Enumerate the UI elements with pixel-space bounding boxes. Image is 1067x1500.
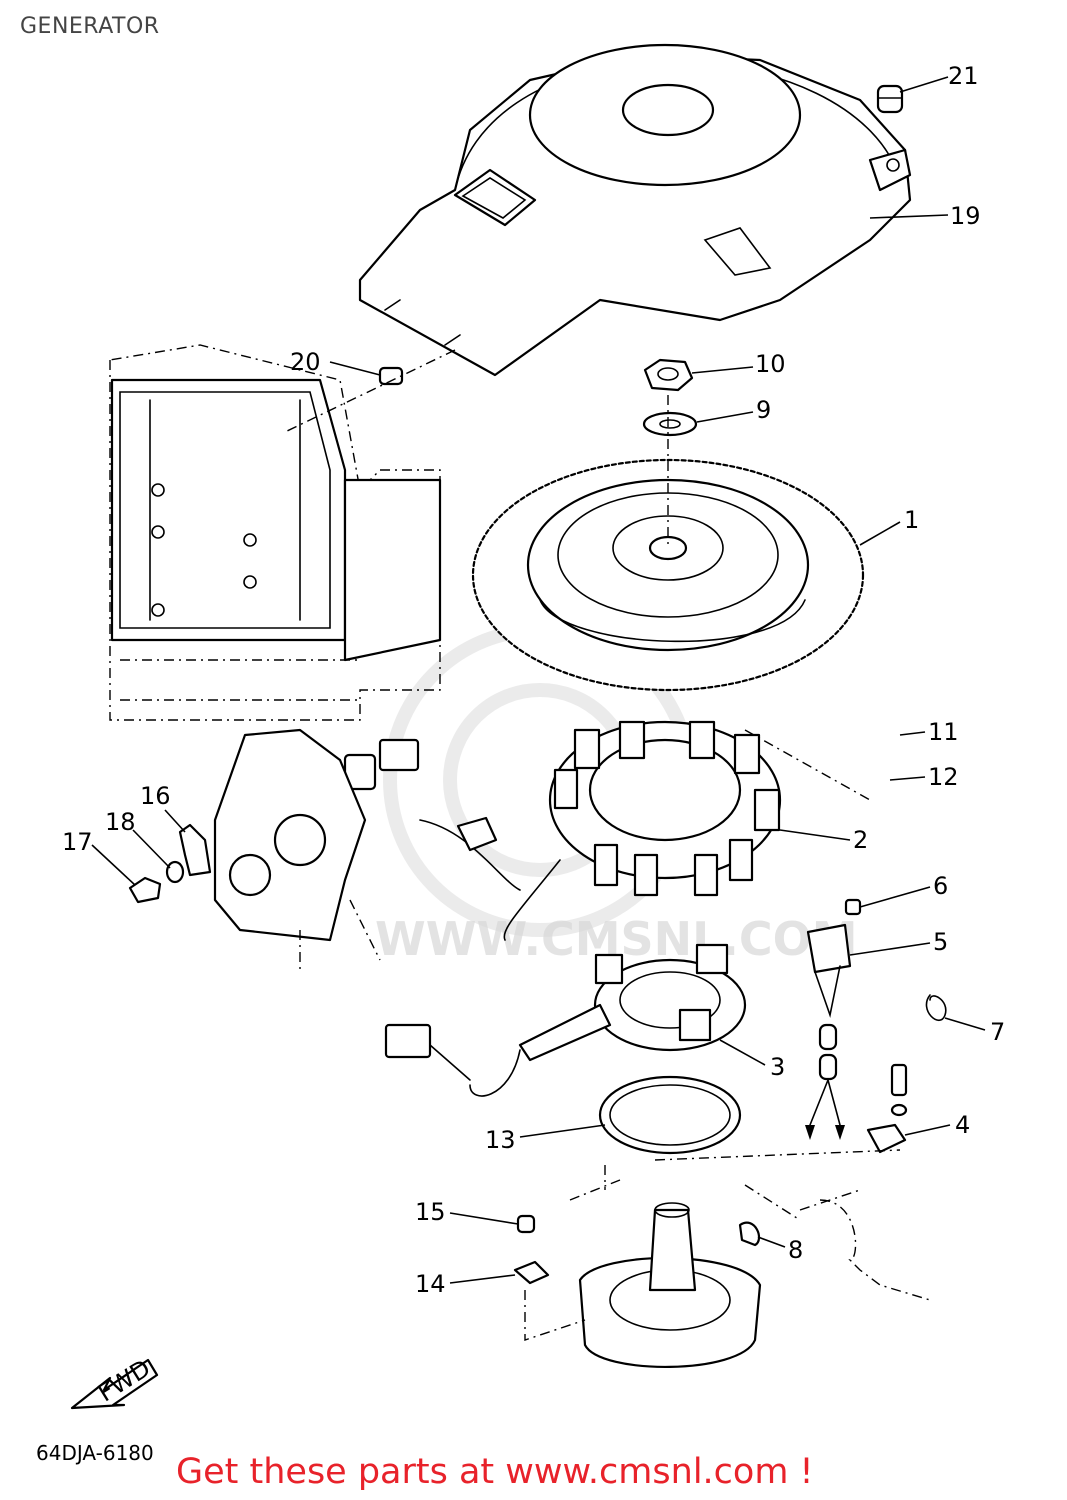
- grommet-part-21: [876, 84, 904, 114]
- callout-14: 14: [415, 1270, 446, 1298]
- screw-part-15: [516, 1214, 536, 1234]
- callout-3: 3: [770, 1053, 785, 1081]
- screw-part-6: [844, 898, 862, 916]
- clamp-part-14: [513, 1260, 550, 1285]
- engine-block-outline: [109, 344, 442, 721]
- callout-18: 18: [105, 808, 136, 836]
- watermark-logo: WWW.CMSNL.COM: [375, 623, 858, 966]
- diagram-code: 64DJA-6180: [36, 1441, 154, 1465]
- callout-20: 20: [290, 348, 321, 376]
- forward-direction-arrow: FWD: [70, 1354, 159, 1410]
- pulser-coil-part-3: [384, 943, 747, 1097]
- callout-17: 17: [62, 828, 93, 856]
- callout-19: 19: [950, 202, 981, 230]
- page-title: GENERATOR: [20, 14, 160, 39]
- callout-15: 15: [415, 1198, 446, 1226]
- washer-part-18: [165, 860, 185, 884]
- callout-4: 4: [955, 1111, 970, 1139]
- callout-8: 8: [788, 1236, 803, 1264]
- woodruff-key-part-8: [738, 1221, 761, 1247]
- intake-manifold: [213, 728, 381, 970]
- bolt-part-17: [128, 876, 162, 904]
- flywheel-cover-part-19: [358, 43, 912, 377]
- callout-13: 13: [485, 1126, 516, 1154]
- callout-12: 12: [928, 763, 959, 791]
- leader-lines: [91, 76, 986, 1284]
- clamp-part-16: [178, 823, 212, 877]
- callout-16: 16: [140, 782, 171, 810]
- callout-21: 21: [948, 62, 979, 90]
- callout-5: 5: [933, 928, 948, 956]
- stator-wire-harness: [343, 738, 561, 941]
- clip-part-7: [925, 994, 947, 1022]
- callout-2: 2: [853, 826, 868, 854]
- callout-11: 11: [928, 718, 959, 746]
- callout-7: 7: [990, 1018, 1005, 1046]
- washer-part-9: [642, 411, 698, 437]
- promo-link[interactable]: Get these parts at www.cmsnl.com !: [176, 1452, 814, 1492]
- nut-part-10: [643, 358, 694, 392]
- ring-part-13: [598, 1075, 742, 1155]
- callout-1: 1: [904, 506, 919, 534]
- bearing-housing: [569, 1179, 931, 1368]
- lead-holder-part-4: [866, 1063, 908, 1154]
- callout-10: 10: [755, 350, 786, 378]
- flywheel-rotor-part-1: [471, 458, 865, 692]
- callout-9: 9: [756, 396, 771, 424]
- callout-6: 6: [933, 872, 948, 900]
- stator-coil-part-2: [548, 720, 782, 897]
- ignition-coil-part-5: [805, 923, 852, 1140]
